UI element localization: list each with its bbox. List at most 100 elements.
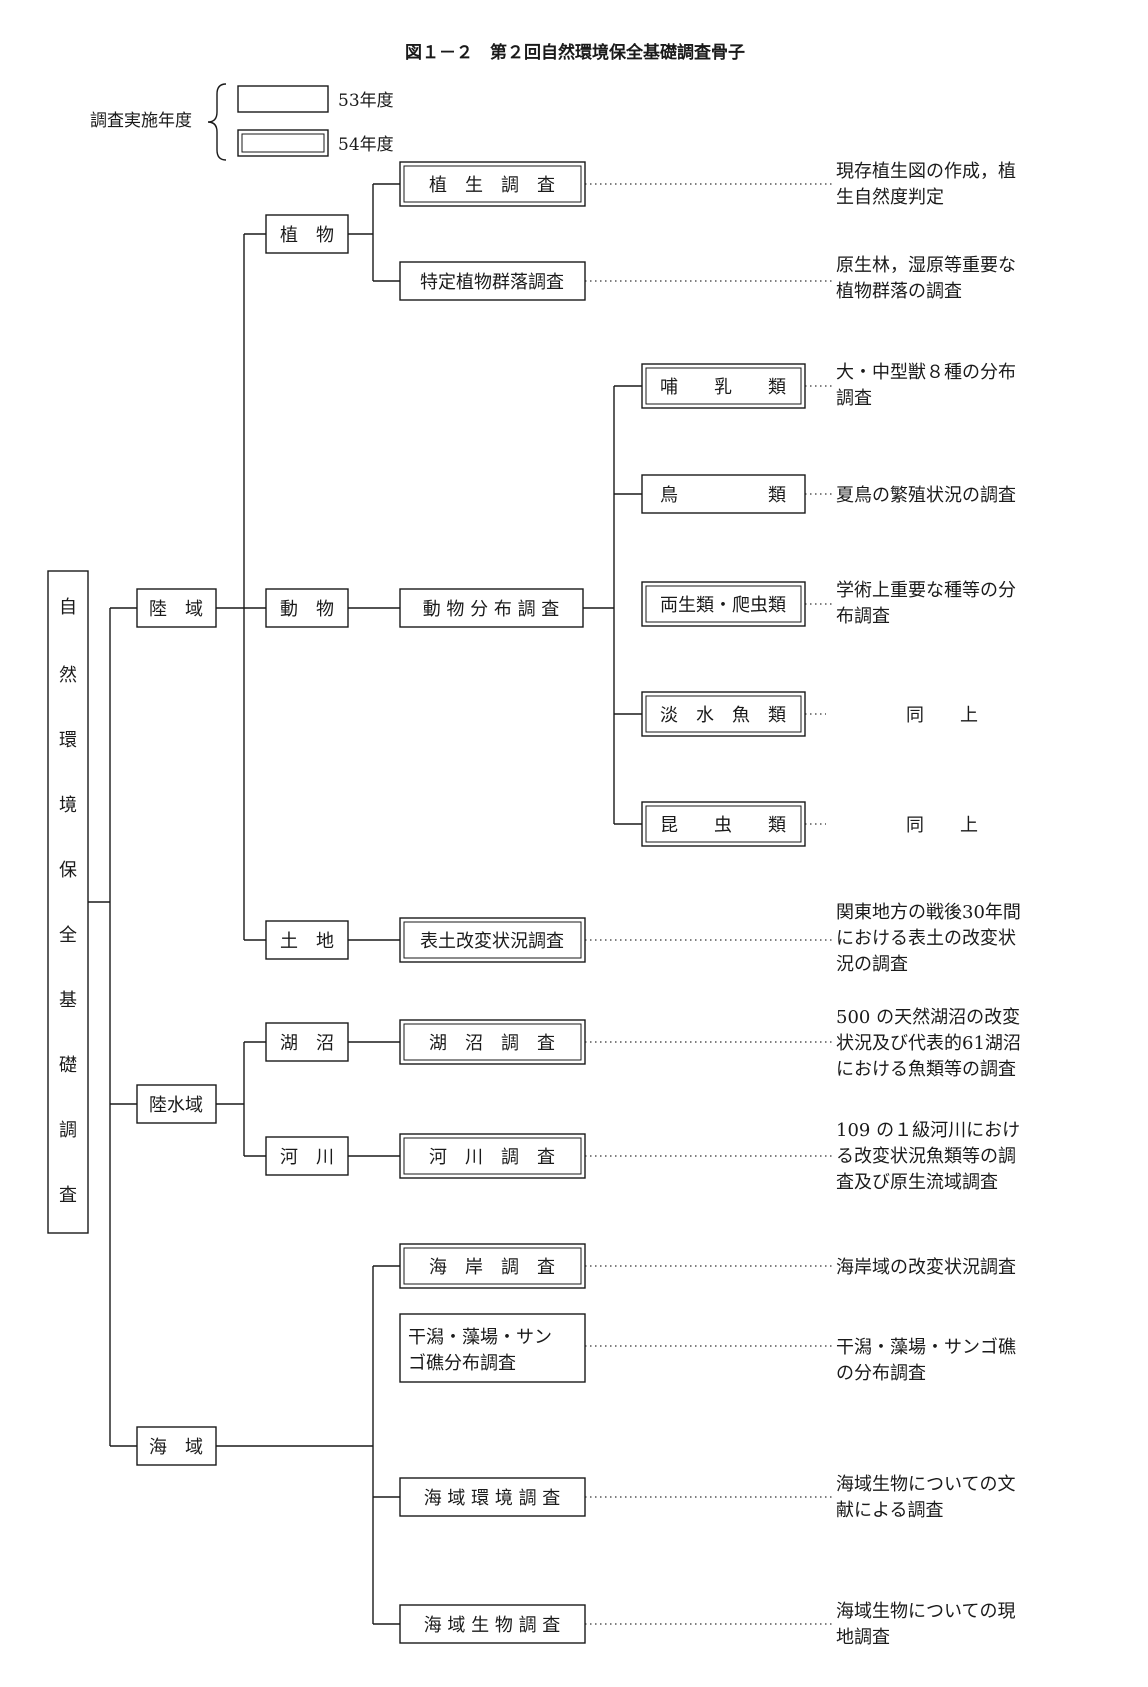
description-line: 関東地方の戦後30年間: [836, 902, 1021, 923]
domain-nodes: 陸 域 陸水域 海 域: [136, 588, 217, 1466]
survey-label-marine-biology: 海 域 生 物 調 査: [424, 1615, 561, 1636]
root-char: 基: [59, 990, 77, 1011]
animal-box-freshwater-fish: [641, 691, 806, 737]
survey-box-tidal-flats: [399, 1313, 586, 1383]
category-box-rivers: [265, 1136, 349, 1176]
survey-box-animal-distribution: [399, 588, 584, 628]
survey-box-lake: [399, 1019, 586, 1065]
root-char: 全: [59, 925, 77, 946]
legend-label: 調査実施年度: [90, 111, 192, 131]
root-char: 査: [59, 1185, 77, 1206]
description-line: 布調査: [836, 606, 890, 627]
animal-label-insects: 昆 虫 類: [660, 815, 786, 836]
description-line: 海域生物についての文: [836, 1474, 1015, 1495]
survey-label-animal-distribution: 動 物 分 布 調 査: [423, 599, 560, 620]
description-line: 海岸域の改変状況調査: [836, 1257, 1016, 1278]
category-box-plants: [265, 214, 349, 254]
root-char: 然: [59, 665, 77, 686]
description-line: 況の調査: [836, 954, 908, 975]
description-line: の分布調査: [836, 1363, 926, 1384]
animal-label-mammals: 哺 乳 類: [660, 377, 786, 398]
legend-box-53: [237, 85, 329, 113]
description-line: 調査: [836, 388, 872, 409]
animal-box-amphibians-reptiles: [641, 581, 806, 627]
survey-label-plant-communities: 特定植物群落調査: [420, 272, 564, 293]
dotted-leaders: [585, 183, 832, 1625]
domain-box-inland-water: [136, 1084, 217, 1124]
diagram-title: 図１－２ 第２回自然環境保全基礎調査骨子: [405, 42, 745, 63]
category-label-animals: 動 物: [280, 599, 334, 620]
description-line: 同 上: [906, 815, 978, 836]
survey-box-marine-environment: [399, 1477, 586, 1517]
survey-label-lake: 湖 沼 調 査: [429, 1033, 555, 1054]
description-line: 109 の１級河川におけ: [836, 1120, 1020, 1141]
survey-label-river: 河 川 調 査: [429, 1147, 555, 1168]
animal-group-nodes: 哺 乳 類 鳥 類 両生類・爬虫類 淡 水 魚 類 昆 虫 類: [641, 363, 806, 847]
survey-box-topsoil: [399, 917, 586, 963]
animal-label-amphibians-reptiles: 両生類・爬虫類: [660, 595, 786, 616]
description-line: 大・中型獣８種の分布: [836, 362, 1016, 383]
description-line: における表土の改変状: [836, 928, 1016, 949]
legend-box-54-inner: [241, 133, 325, 153]
survey-box-coast: [399, 1243, 586, 1289]
category-label-soil: 土 地: [280, 931, 334, 952]
description-line: 地調査: [836, 1627, 890, 1648]
category-box-soil: [265, 920, 349, 960]
root-char: 自: [59, 597, 77, 618]
domain-label-inland-water: 陸水域: [149, 1095, 203, 1116]
description-line: 夏鳥の繁殖状況の調査: [836, 484, 1016, 506]
category-label-rivers: 河 川: [280, 1147, 334, 1168]
description-line: 献による調査: [836, 1500, 943, 1521]
description-line: における魚類等の調査: [836, 1059, 1016, 1080]
category-label-plants: 植 物: [280, 225, 334, 246]
legend: 調査実施年度 53年度 54年度: [90, 83, 394, 161]
root-char: 境: [59, 795, 77, 816]
descriptions: 現存植生図の作成，植 生自然度判定 原生林，湿原等重要な 植物群落の調査 大・中…: [836, 161, 1021, 1648]
description-line: る改変状況魚類等の調: [836, 1146, 1016, 1167]
animal-box-mammals: [641, 363, 806, 409]
legend-text-54: 54年度: [338, 135, 394, 155]
legend-brace: [207, 83, 227, 161]
description-line: 原生林，湿原等重要な: [836, 255, 1016, 276]
description-line: 同 上: [906, 705, 978, 726]
root-char: 礎: [59, 1055, 77, 1076]
category-box-lakes: [265, 1022, 349, 1062]
domain-box-sea: [136, 1426, 217, 1466]
legend-text-53: 53年度: [338, 91, 394, 111]
description-line: 500 の天然湖沼の改変: [836, 1007, 1020, 1028]
survey-label-tidal-flats-line2: ゴ礁分布調査: [408, 1353, 516, 1374]
root-char: 調: [59, 1120, 77, 1141]
survey-box-river: [399, 1133, 586, 1179]
survey-nodes: 植 生 調 査 特定植物群落調査 動 物 分 布 調 査 表土改変状況調査 湖 …: [399, 161, 586, 1644]
description-line: 現存植生図の作成，植: [836, 161, 1016, 182]
description-line: 査及び原生流域調査: [836, 1172, 998, 1193]
domain-label-sea: 海 域: [149, 1437, 203, 1458]
survey-label-marine-environment: 海 域 環 境 調 査: [424, 1488, 561, 1509]
description-line: 学術上重要な種等の分: [836, 580, 1016, 601]
survey-label-coast: 海 岸 調 査: [429, 1257, 555, 1278]
root-node: 自 然 環 境 保 全 基 礎 調 査: [47, 570, 89, 1234]
description-line: 海域生物についての現: [836, 1601, 1015, 1622]
animal-label-freshwater-fish: 淡 水 魚 類: [660, 705, 786, 726]
connector-lines: [88, 183, 642, 1625]
survey-label-tidal-flats-line1: 干潟・藻場・サン: [408, 1327, 552, 1348]
description-line: 干潟・藻場・サンゴ礁: [836, 1337, 1016, 1358]
description-line: 植物群落の調査: [836, 281, 962, 302]
category-box-animals: [265, 588, 349, 628]
category-label-lakes: 湖 沼: [280, 1033, 334, 1054]
survey-box-marine-biology: [399, 1604, 586, 1644]
category-nodes: 植 物 動 物 土 地 湖 沼 河 川: [265, 214, 349, 1176]
description-line: 状況及び代表的61湖沼: [836, 1033, 1021, 1054]
root-char: 環: [59, 730, 77, 751]
domain-box-land: [136, 588, 217, 628]
root-char: 保: [59, 860, 77, 881]
animal-box-birds: [641, 474, 806, 514]
domain-label-land: 陸 域: [149, 599, 203, 620]
survey-label-topsoil: 表土改変状況調査: [420, 931, 564, 952]
animal-box-insects: [641, 801, 806, 847]
animal-label-birds: 鳥 類: [660, 485, 786, 506]
survey-box-plant-communities: [399, 261, 586, 301]
root-box: [47, 570, 89, 1234]
survey-label-vegetation: 植 生 調 査: [429, 175, 555, 196]
